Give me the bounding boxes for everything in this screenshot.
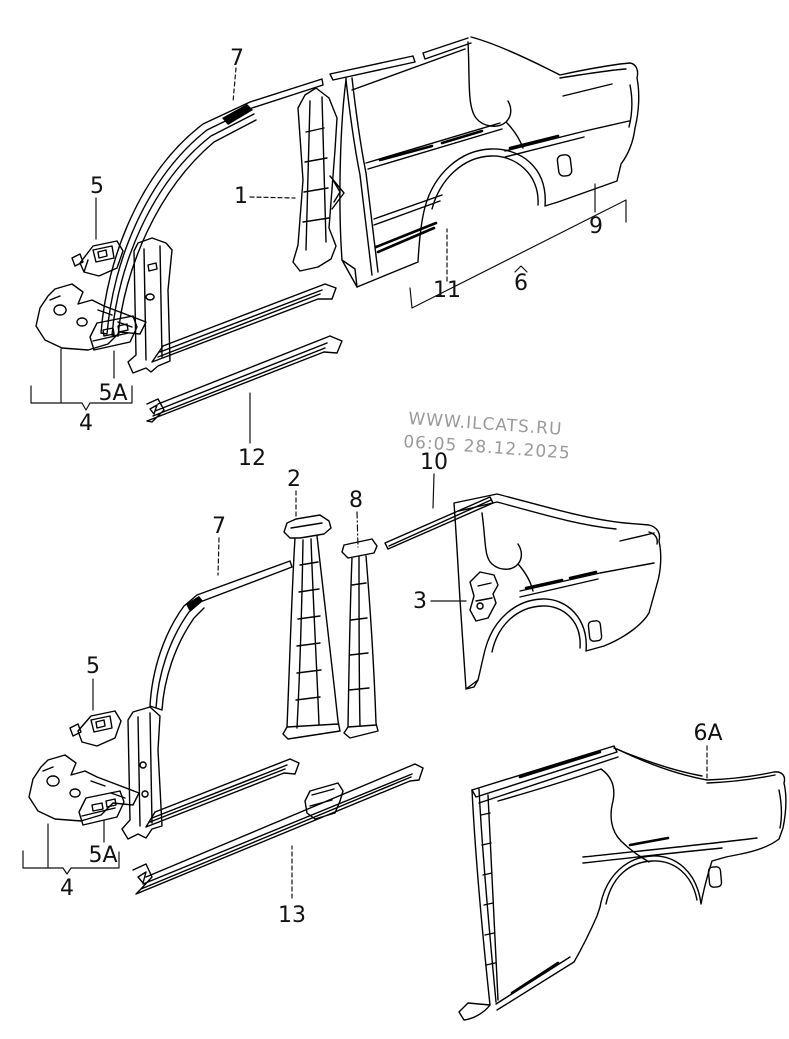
callout-label: 1	[234, 184, 248, 209]
callout-1-top[interactable]: 1	[234, 184, 296, 209]
part-hinge-pillar-mid	[121, 706, 163, 840]
callout-label: 3	[413, 589, 427, 614]
part-2-b-pillar	[282, 514, 341, 740]
part-5-hinge-bracket-mid	[69, 710, 122, 747]
callout-8-mid[interactable]: 8	[349, 488, 363, 548]
part-quarter-panel-mid-outline	[453, 493, 662, 690]
callout-3-mid[interactable]: 3	[413, 589, 467, 614]
callout-4-top[interactable]: 4	[30, 348, 133, 436]
part-13-sill-strips	[132, 758, 424, 895]
part-10-roof-rail	[384, 496, 494, 550]
part-6a-shading	[510, 750, 670, 995]
callout-label: 4	[79, 411, 93, 436]
part-6a-roof-rail	[471, 745, 619, 804]
callout-label: 5A	[88, 843, 117, 868]
diagram-bottom-side-panel	[458, 745, 787, 1021]
part-quarter-panel-mid-details	[458, 501, 658, 690]
callout-5a-mid[interactable]: 5A	[88, 819, 118, 868]
leader-line	[432, 473, 435, 509]
leader-line	[217, 537, 220, 576]
part-6a-outline	[458, 748, 787, 1021]
diagram-middle-four-door	[28, 493, 662, 895]
callout-7-mid[interactable]: 7	[212, 514, 226, 576]
callout-label: 6	[514, 271, 528, 296]
callout-label: 9	[589, 214, 603, 239]
callout-label: 13	[278, 903, 306, 928]
callout-label: 10	[420, 450, 448, 475]
callout-layer: 7 5 1 9 11 6 4 5A	[22, 46, 723, 928]
callout-label: 6A	[693, 721, 722, 746]
callout-label: 12	[238, 446, 266, 471]
callout-label: 5	[86, 654, 100, 679]
callout-label: 7	[230, 46, 244, 71]
part-6-side-panel-details	[341, 41, 633, 288]
part-quarter-mid-shading	[524, 570, 598, 590]
part-5a-plate-mid	[78, 790, 125, 826]
part-6a-details	[480, 747, 783, 1005]
fuel-door-top	[556, 154, 573, 177]
callout-2-mid[interactable]: 2	[287, 467, 301, 520]
callout-9-top[interactable]: 9	[589, 183, 603, 239]
callout-label: 5	[90, 174, 104, 199]
bracket-line	[22, 823, 120, 875]
callout-12-top[interactable]: 12	[238, 392, 266, 471]
callout-6a-bottom[interactable]: 6A	[693, 721, 723, 779]
callout-5-mid[interactable]: 5	[86, 654, 100, 711]
callout-13-mid[interactable]: 13	[278, 845, 306, 928]
part-1-b-pillar-reinforcement	[292, 87, 345, 272]
part-7-corner-wedge-mid	[186, 596, 203, 612]
fuel-door-bottom	[707, 866, 723, 888]
callout-4-mid[interactable]: 4	[22, 823, 120, 901]
part-7-corner-wedge	[222, 104, 253, 125]
bracket-line	[30, 348, 133, 411]
fuel-door-mid	[587, 620, 603, 642]
part-6-side-panel-outline	[329, 36, 640, 288]
leader-line	[249, 196, 296, 199]
callout-10-mid[interactable]: 10	[420, 450, 448, 509]
part-8-pillar	[341, 538, 379, 739]
callout-11-top[interactable]: 11	[433, 228, 461, 303]
part-7-door-opening-rail-mid	[149, 560, 293, 711]
callout-7-top[interactable]: 7	[230, 46, 244, 103]
callout-label: 5A	[98, 381, 127, 406]
bracket-line	[409, 199, 627, 309]
diagram-top-two-door	[35, 36, 640, 423]
part-5a-plate-top	[89, 315, 138, 351]
leader-line	[232, 67, 237, 103]
callout-label: 7	[212, 514, 226, 539]
callout-5-top[interactable]: 5	[90, 174, 104, 240]
part-5-hinge-bracket-top	[71, 240, 124, 277]
leader-line	[356, 511, 359, 548]
part-12-sill-strips	[146, 283, 343, 423]
callout-label: 4	[60, 876, 74, 901]
callout-5a-top[interactable]: 5A	[98, 350, 128, 406]
part-6-shading-strips	[374, 129, 560, 254]
callout-label: 2	[287, 467, 301, 492]
part-3-bracket	[469, 571, 499, 622]
part-4-reinforcement-mid	[28, 754, 140, 822]
callout-label: 8	[349, 488, 363, 513]
part-hinge-pillar-top	[127, 237, 173, 374]
callout-6-top[interactable]: 6	[409, 199, 627, 309]
